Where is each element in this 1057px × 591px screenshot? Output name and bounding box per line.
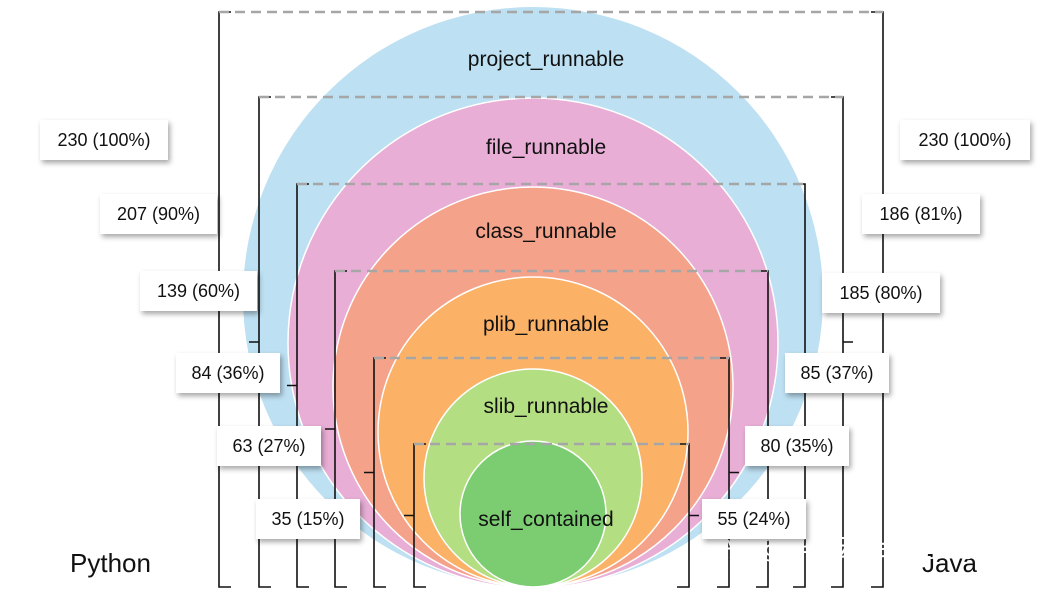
java-count-slib-runnable: 80 (35%) bbox=[745, 426, 849, 466]
java-count-file-runnable: 186 (81%) bbox=[862, 194, 980, 234]
java-bracket-file-runnable bbox=[831, 96, 853, 588]
python-count-project-runnable: 230 (100%) bbox=[40, 120, 168, 160]
python-count-plib-runnable: 84 (36%) bbox=[176, 353, 280, 393]
python-count-slib-runnable: 63 (27%) bbox=[217, 426, 321, 466]
label-slib-runnable: slib_runnable bbox=[484, 395, 609, 418]
python-count-self-contained: 35 (15%) bbox=[256, 499, 360, 539]
python-count-file-runnable: 207 (90%) bbox=[100, 194, 217, 234]
circle-self-contained bbox=[459, 440, 607, 588]
java-count-class-runnable: 185 (80%) bbox=[822, 273, 940, 313]
java-count-self-contained: 55 (24%) bbox=[702, 499, 806, 539]
label-file-runnable: file_runnable bbox=[486, 136, 606, 159]
python-title: Python bbox=[70, 548, 151, 578]
label-self-contained: self_contained bbox=[478, 508, 613, 531]
label-plib-runnable: plib_runnable bbox=[483, 313, 609, 336]
python-count-class-runnable: 139 (60%) bbox=[140, 271, 257, 311]
java-count-plib-runnable: 85 (37%) bbox=[785, 353, 889, 393]
dashed-guides bbox=[219, 10, 883, 446]
nested-circles bbox=[243, 7, 823, 589]
label-project-runnable: project_runnable bbox=[468, 48, 624, 71]
label-class-runnable: class_runnable bbox=[475, 220, 616, 243]
java-bracket-self-contained bbox=[677, 443, 699, 588]
java-count-project-runnable: 230 (100%) bbox=[900, 120, 1030, 160]
watermark-text: 知乎 @华为云PaaS服务 bbox=[697, 534, 976, 564]
java-bracket-slib-runnable bbox=[717, 357, 739, 588]
level-labels: project_runnable file_runnable class_runna… bbox=[468, 48, 624, 531]
java-title: Java bbox=[922, 548, 977, 578]
